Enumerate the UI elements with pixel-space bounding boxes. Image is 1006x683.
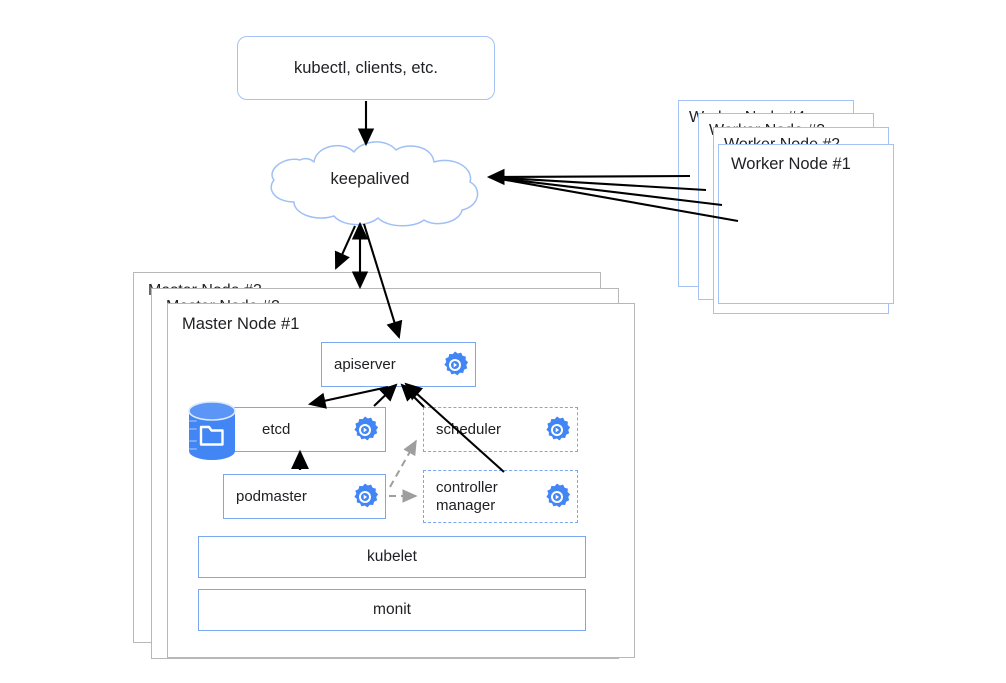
keepalived-label: keepalived [330, 170, 410, 188]
scheduler-label: scheduler [436, 420, 502, 438]
component-podmaster[interactable]: podmaster [223, 474, 386, 519]
component-scheduler[interactable]: scheduler [423, 407, 578, 452]
gear-icon [345, 415, 385, 445]
gear-icon [537, 482, 577, 512]
controller-manager-label: controller manager [424, 479, 537, 514]
master-node-card-1[interactable]: Master Node #1 apiserver etcd [167, 303, 635, 658]
gear-icon [537, 415, 577, 445]
client-label: kubectl, clients, etc. [294, 58, 438, 77]
component-etcd[interactable]: etcd [223, 407, 386, 452]
apiserver-label: apiserver [334, 355, 396, 373]
client-box[interactable]: kubectl, clients, etc. [237, 36, 495, 100]
keepalived-cloud[interactable]: keepalived [246, 136, 494, 228]
edge-keepalived-to-master-3 [334, 225, 356, 270]
master-node-title-1: Master Node #1 [182, 315, 300, 333]
podmaster-label: podmaster [236, 487, 307, 505]
monit-label: monit [373, 601, 411, 619]
etcd-label: etcd [262, 420, 291, 438]
gear-icon [345, 482, 385, 512]
component-monit[interactable]: monit [198, 589, 586, 631]
kubelet-label: kubelet [367, 548, 417, 566]
worker-node-card-1[interactable]: Worker Node #1 [718, 144, 894, 304]
controller-manager-line-1: controller [436, 479, 498, 497]
controller-manager-line-2: manager [436, 496, 496, 514]
component-controller-manager[interactable]: controller manager [423, 470, 578, 523]
component-apiserver[interactable]: apiserver [321, 342, 476, 387]
database-folder-icon [186, 401, 238, 461]
gear-icon [435, 350, 475, 380]
worker-node-title-1: Worker Node #1 [731, 155, 851, 173]
component-kubelet[interactable]: kubelet [198, 536, 586, 578]
